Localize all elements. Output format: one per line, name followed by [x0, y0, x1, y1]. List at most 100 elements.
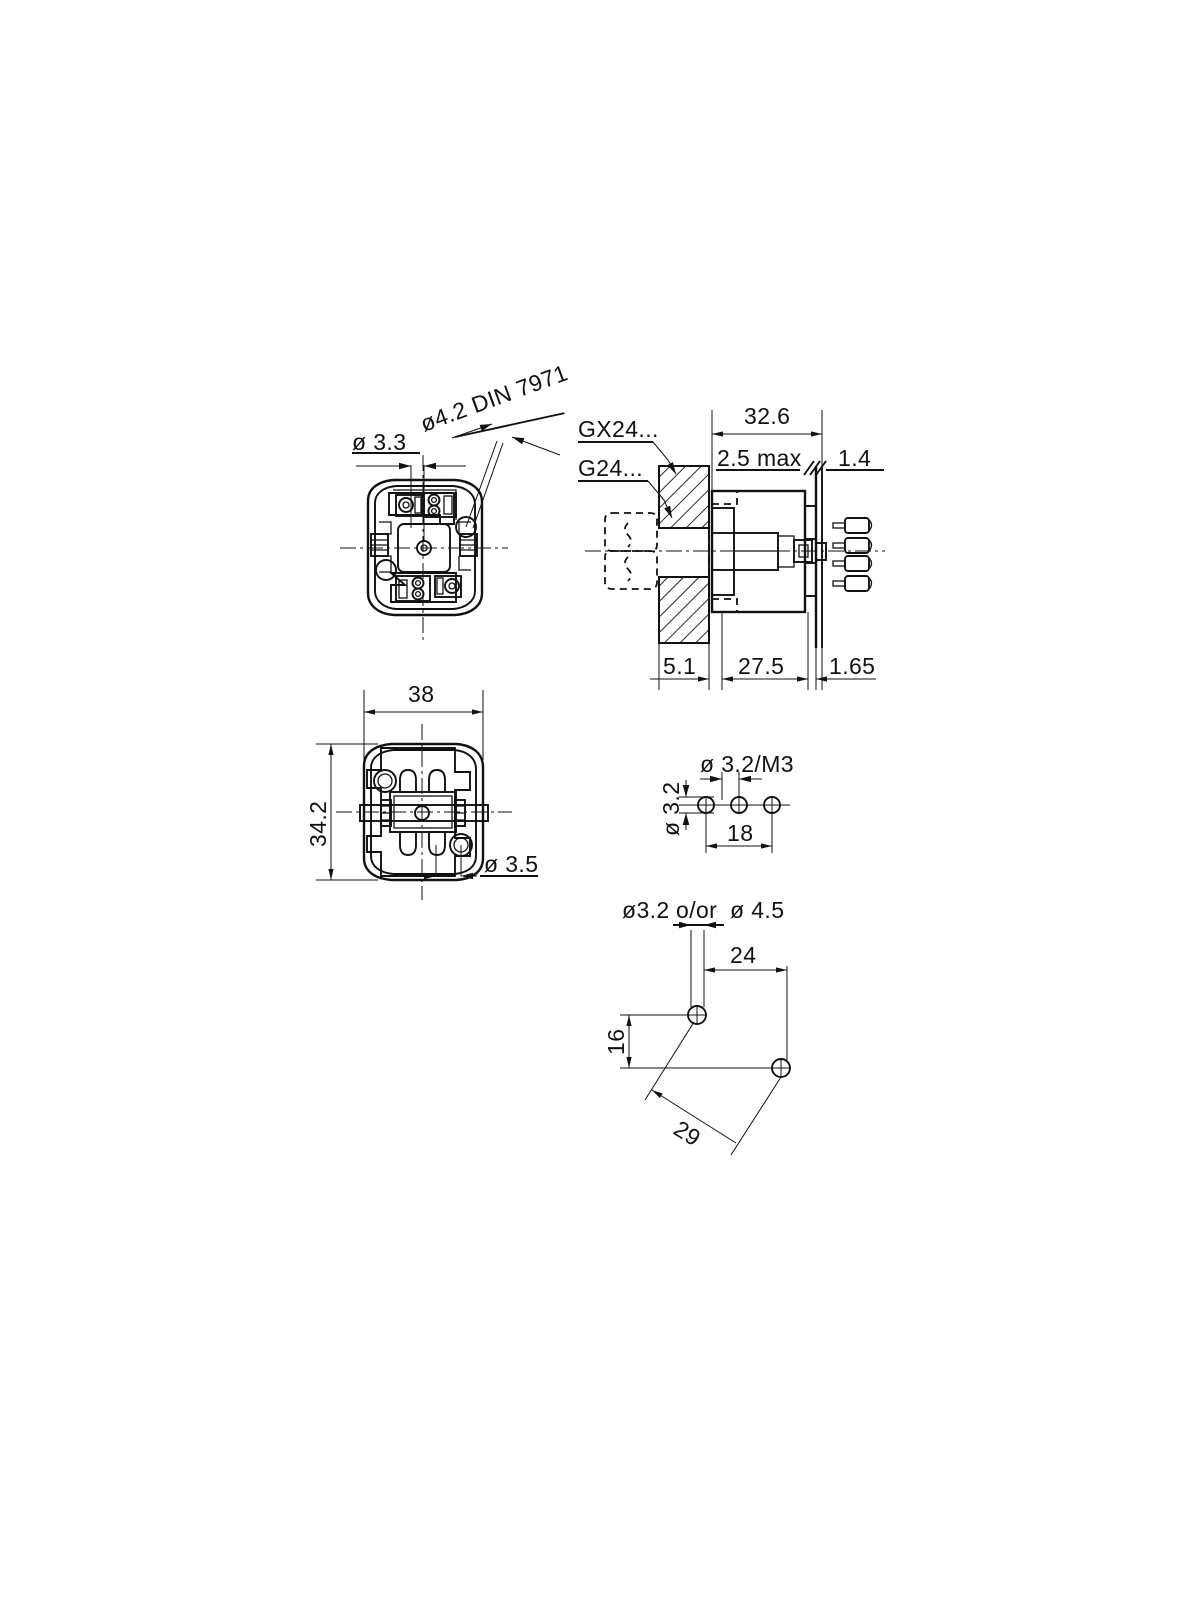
angled-hole-lower	[771, 1058, 791, 1078]
dim-bottom-chain: 5.1 27.5 1.65	[650, 612, 876, 690]
plan-tab-upper-right	[428, 769, 446, 793]
dim-dia-3-2-m3: ø 3.2/M3	[700, 751, 794, 800]
terminal-lr-slot	[436, 577, 444, 595]
central-pivot-hole	[416, 540, 432, 556]
chamfer-tick-3	[815, 460, 827, 476]
dim-dia-3-2-vert: ø 3.2	[658, 780, 714, 836]
dim-4-2-leader-b	[472, 442, 504, 529]
terminal-ul	[395, 494, 423, 517]
terminal-pin-4-tail	[832, 580, 846, 587]
lower-terminal-frame	[388, 572, 457, 603]
dim-label-1-4: 1.4	[838, 445, 871, 471]
terminal-ul-screw-core	[402, 501, 410, 509]
locking-block	[793, 539, 813, 563]
plan-mounting-hole-upper-left	[373, 769, 397, 793]
plan-tab-lower-left	[399, 831, 417, 856]
dim-32-6: 32.6	[711, 403, 823, 491]
plan-central-body	[389, 791, 457, 833]
plan-step-contour	[366, 747, 471, 877]
dim-label-27-5: 27.5	[738, 653, 784, 679]
dim-label-34-2: 34.2	[305, 801, 331, 847]
terminal-pin-1-tip	[868, 519, 873, 532]
callout-label-g24: G24...	[578, 455, 643, 481]
dim-4-2-arrow-left	[451, 423, 493, 439]
dim-2-5-max: 2.5 max	[716, 445, 802, 471]
dim-label-dia-3-3: ø 3.3	[352, 429, 406, 455]
panel-section-lower	[658, 576, 710, 644]
dim-16: 16	[603, 1014, 772, 1069]
dim-label-dia-4-2-din: ø4.2 DIN 7971	[417, 359, 571, 436]
dim-label-24: 24	[730, 942, 756, 968]
inline-hole-left	[697, 796, 715, 814]
terminal-pin-4	[832, 575, 873, 592]
dim-29-ext-b	[730, 1076, 782, 1156]
chamfer-tick-2	[809, 460, 821, 476]
hidden-lamp-cap-upper	[604, 512, 658, 552]
socket-outer-body	[366, 478, 484, 617]
terminal-pin-4-body	[844, 575, 870, 592]
contour-step-right-lower	[458, 556, 471, 571]
dim-label-2-5-max: 2.5 max	[717, 445, 802, 471]
terminal-lr-screw	[444, 578, 460, 594]
terminal-lr	[434, 575, 462, 598]
terminal-ul-screw	[398, 497, 414, 513]
socket-body-profile	[710, 489, 807, 614]
angled-hole-upper	[687, 1005, 707, 1025]
terminal-lr-screw-core	[448, 582, 456, 590]
dim-dia-3-3: ø 3.3	[352, 429, 466, 540]
dim-29-ext-a	[644, 1021, 695, 1101]
hidden-lamp-cap-lower	[604, 550, 658, 590]
terminal-pin-3-body	[844, 555, 870, 572]
terminal-pin-2-tail	[832, 542, 846, 549]
terminal-ur-slot	[443, 495, 453, 515]
terminal-pin-4-tip	[868, 577, 873, 590]
terminal-ll-screw-a	[411, 576, 425, 590]
terminal-pin-3-tip	[868, 557, 873, 570]
dim-label-dia-3-5: ø 3.5	[484, 851, 538, 877]
panel-section-upper	[658, 465, 710, 529]
callout-g24-leader	[647, 480, 673, 519]
terminal-pin-2-tip	[868, 539, 873, 552]
dim-dia-3-5: ø 3.5	[420, 845, 538, 880]
socket-body-hidden-upper	[712, 491, 738, 505]
dim-4-2-arrow-right	[511, 436, 561, 456]
callout-label-gx24: GX24...	[578, 416, 659, 442]
collar-step-lower	[711, 569, 735, 596]
chamfer-ticks	[803, 460, 827, 476]
terminal-pin-group	[832, 517, 873, 592]
dim-label-dia-3-2-angled: ø3.2	[622, 897, 670, 923]
terminal-ul-slot	[414, 496, 422, 514]
dim-label-18: 18	[727, 820, 753, 846]
angled-hole-pattern-detail: ø3.2 o/or ø 4.5 24 16	[603, 897, 791, 1156]
terminal-pin-3	[832, 555, 873, 572]
terminal-pin-1-body	[844, 517, 870, 534]
terminal-ll-screw-b-core	[414, 590, 422, 598]
rear-plate-upper	[804, 505, 817, 540]
dim-label-o-or: o/or	[676, 897, 717, 923]
central-pivot-core	[420, 544, 428, 552]
hidden-lamp-pin-lower	[624, 556, 632, 582]
mounting-hole-upper-right	[455, 516, 477, 538]
dim-dia-4-2-din: ø4.2 DIN 7971	[417, 359, 571, 529]
dim-label-32-6: 32.6	[744, 403, 790, 429]
dim-4-2-underline	[454, 412, 565, 438]
dim-1-4: 1.4	[826, 445, 884, 471]
plan-center-bar	[359, 804, 489, 822]
dim-38: 38	[363, 681, 484, 760]
mounting-hole-lower-left	[375, 559, 397, 581]
dim-label-38: 38	[408, 681, 434, 707]
front-face-view: ø 3.3 ø4.2 DIN 7971	[340, 359, 571, 640]
terminal-pin-1-tail	[832, 522, 846, 529]
contour-step-left-lower	[379, 555, 392, 573]
terminal-pin-1	[832, 517, 873, 534]
terminal-ur-screw-a	[427, 493, 441, 507]
inline-hole-center	[730, 796, 748, 814]
contour-step-right-upper	[458, 521, 471, 534]
inline-hole-pattern-detail: ø 3.2/M3 ø 3.2 18	[658, 751, 794, 853]
dim-29: 29	[644, 1021, 782, 1156]
rear-plate-lower	[804, 562, 817, 597]
terminal-pin-2	[832, 537, 873, 554]
dim-label-1-65: 1.65	[829, 653, 875, 679]
